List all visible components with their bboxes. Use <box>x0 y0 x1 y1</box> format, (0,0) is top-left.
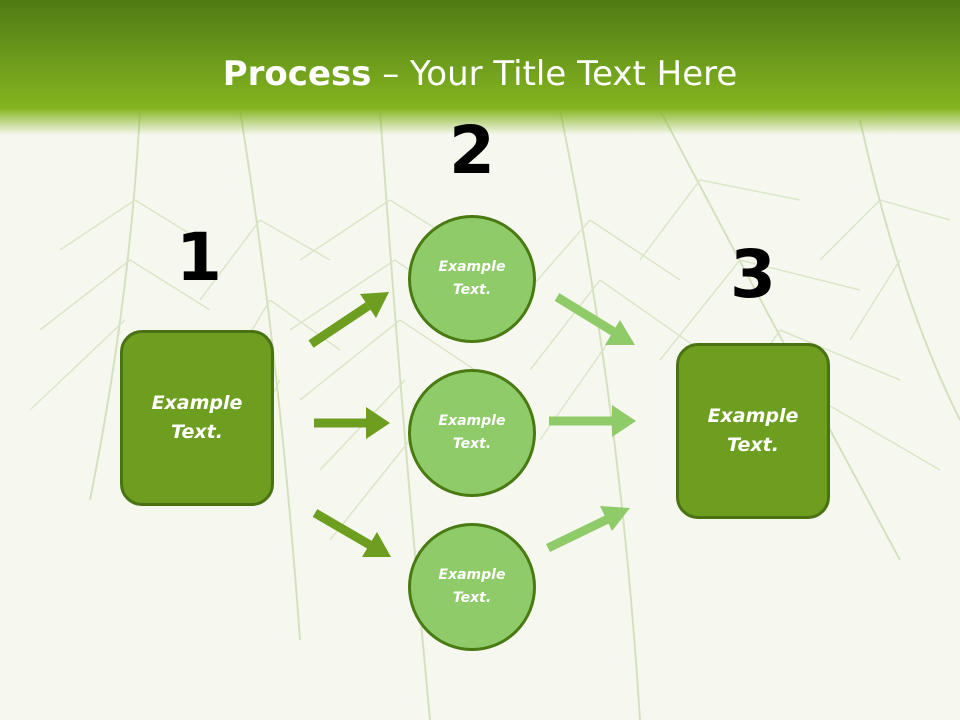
arrow-to-circle-top <box>308 292 389 348</box>
circle-middle-label: Example Text. <box>438 413 506 452</box>
step-2-circle-middle: Example Text. <box>408 369 536 497</box>
step-number-3: 3 <box>730 236 776 313</box>
circle-top-label: Example Text. <box>438 259 506 298</box>
step-3-label: Example Text. <box>707 405 799 456</box>
title-bold: Process <box>222 54 372 94</box>
slide-title: Process – Your Title Text Here <box>0 52 960 96</box>
arrow-from-circle-bottom <box>546 506 630 553</box>
arrow-to-circle-middle <box>314 407 390 439</box>
step-3-box: Example Text. <box>676 343 830 519</box>
step-number-2: 2 <box>449 112 495 189</box>
arrow-from-circle-middle <box>549 405 636 437</box>
step-2-circle-top: Example Text. <box>408 215 536 343</box>
arrow-to-circle-bottom <box>312 509 391 557</box>
circle-bottom-label: Example Text. <box>438 567 506 606</box>
step-1-box: Example Text. <box>120 330 274 506</box>
step-1-label: Example Text. <box>151 392 243 443</box>
step-number-1: 1 <box>176 219 222 296</box>
step-2-circle-bottom: Example Text. <box>408 523 536 651</box>
title-bar: Process – Your Title Text Here <box>0 0 960 135</box>
arrow-from-circle-top <box>554 293 635 345</box>
title-rest: – Your Title Text Here <box>371 54 738 94</box>
